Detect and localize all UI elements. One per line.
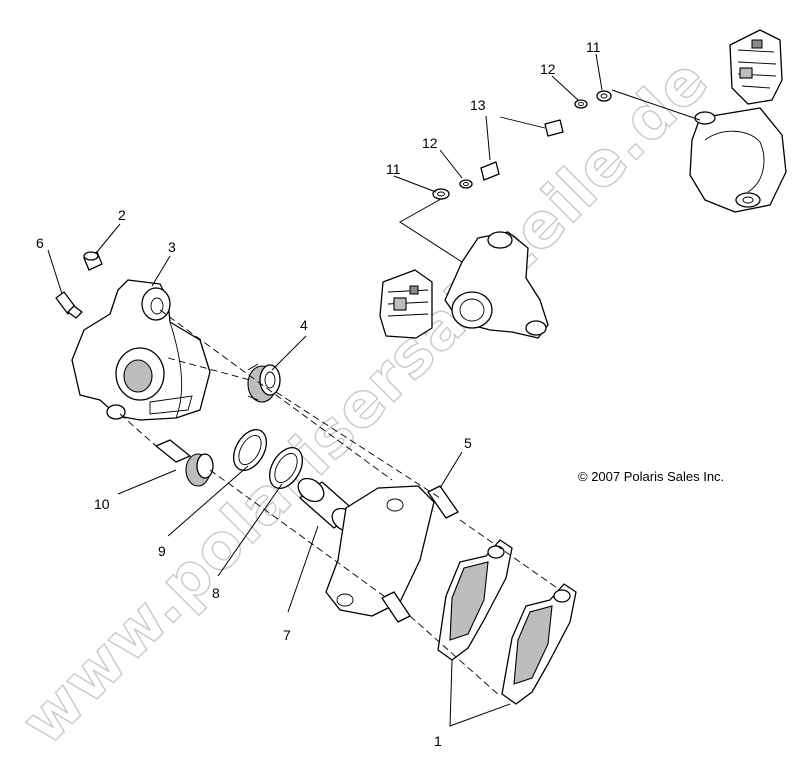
bolt-washer-set-upper [499, 90, 612, 137]
callout-3: 3 [168, 239, 176, 255]
guide-pin-with-boot [155, 439, 214, 487]
piston-seal-9 [232, 429, 268, 471]
alignment-lines [119, 309, 561, 697]
callout-8: 8 [212, 585, 220, 601]
bleeder-cap [83, 251, 103, 271]
caliper-housing [71, 279, 211, 421]
brake-pad-front [437, 539, 513, 661]
callout-4: 4 [300, 317, 308, 333]
callout-11-lower: 11 [386, 161, 401, 177]
callout-13: 13 [470, 97, 486, 113]
callout-9: 9 [158, 543, 166, 559]
callout-12-upper: 12 [540, 61, 556, 77]
callout-11-upper: 11 [586, 39, 601, 55]
bleeder-screw [55, 291, 83, 319]
callout-12-lower: 12 [422, 135, 438, 151]
bolt-washer-set-lower [399, 161, 500, 263]
callout-2: 2 [118, 207, 126, 223]
callout-7: 7 [283, 627, 291, 643]
callout-6: 6 [36, 235, 44, 251]
caliper-assembly-middle [379, 231, 549, 339]
callout-10: 10 [94, 496, 110, 512]
callout-5: 5 [464, 435, 472, 451]
leader-lines [47, 53, 603, 727]
caliper-assembly-upper [611, 29, 787, 213]
brake-pad-rear [501, 583, 577, 705]
piston-seal-8 [268, 447, 304, 489]
callout-1: 1 [434, 733, 442, 749]
copyright-notice: © 2007 Polaris Sales Inc. [578, 469, 724, 484]
caliper-bracket [325, 485, 459, 623]
callouts: 1 2 3 4 5 6 7 8 9 10 11 12 13 12 11 [36, 39, 601, 749]
piston-boot-upper [247, 363, 281, 403]
